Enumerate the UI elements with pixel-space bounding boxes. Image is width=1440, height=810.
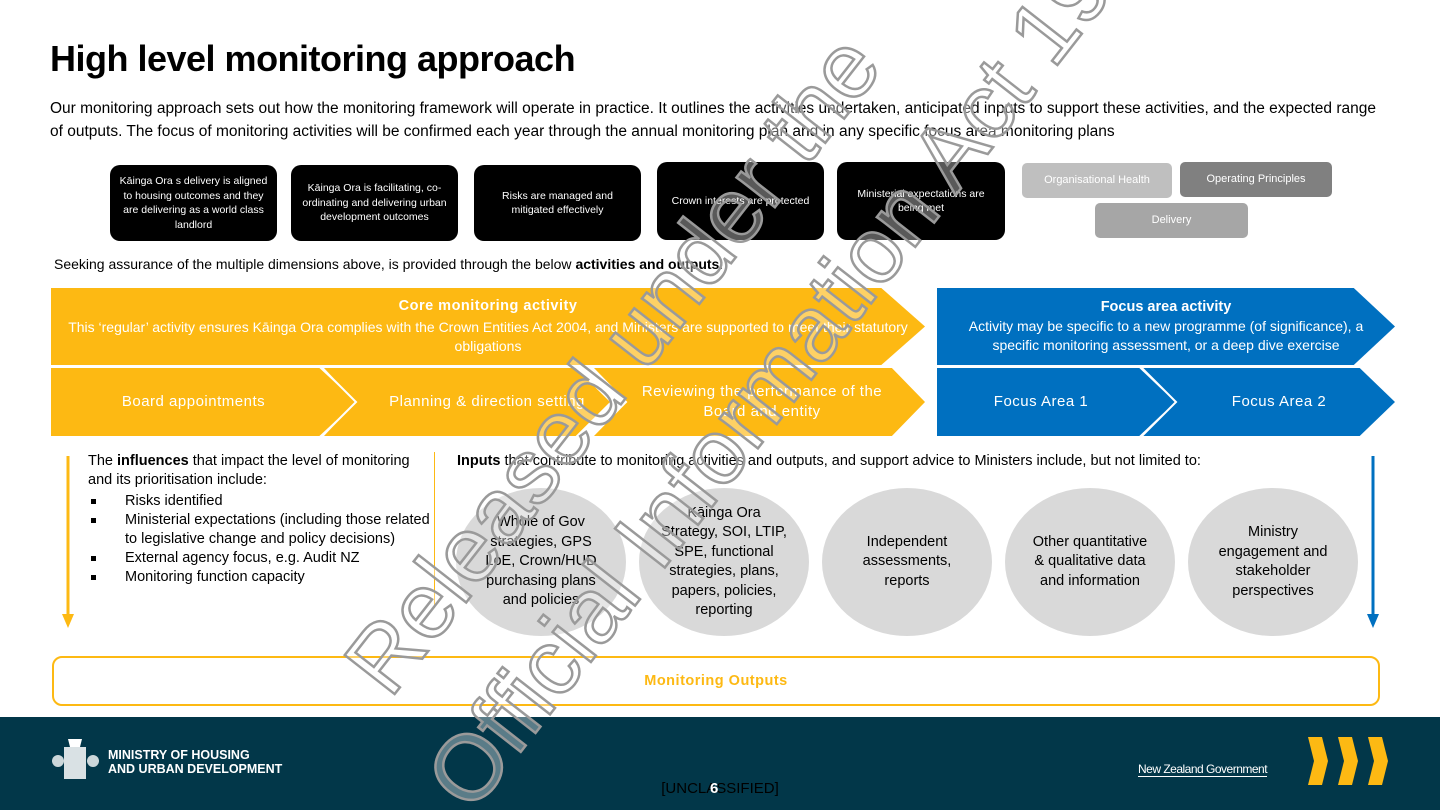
dimension-box: Kāinga Ora s delivery is aligned to hous… <box>110 165 277 241</box>
influences-section: The influences that impact the level of … <box>88 452 433 587</box>
input-circle: Whole of Gov strategies, GPS LoE, Crown/… <box>456 488 626 636</box>
step-focus-area-2: Focus Area 2 <box>1143 368 1395 436</box>
operating-principles-box: Operating Principles <box>1180 162 1332 197</box>
dimension-box: Kāinga Ora is facilitating, co-ordinatin… <box>291 165 458 241</box>
organisational-health-box: Organisational Health <box>1022 163 1172 198</box>
chevron-separators <box>321 367 628 437</box>
dimension-box: Crown interests are protected <box>657 162 824 240</box>
input-circle: Independent assessments, reports <box>822 488 992 636</box>
core-title: Core monitoring activity <box>398 297 578 314</box>
influence-item: Risks identified <box>88 492 433 511</box>
step-reviewing: Reviewing the performance of the Board a… <box>594 368 925 436</box>
dimension-box: Risks are managed and mitigated effectiv… <box>474 165 641 241</box>
nz-government-logo: New Zealand Government <box>1138 762 1268 777</box>
core-monitoring-band: Core monitoring activity This ‘regular’ … <box>51 288 925 365</box>
dimension-box: Ministerial expectations are being met <box>837 162 1005 240</box>
arrow-down-icon <box>62 456 74 628</box>
focus-title: Focus area activity <box>1100 298 1232 315</box>
chevrons-logo-icon <box>1308 737 1388 785</box>
step-focus-area-1: Focus Area 1 <box>937 368 1175 436</box>
input-circle: Ministry engagement and stakeholder pers… <box>1188 488 1358 636</box>
intro-text: Our monitoring approach sets out how the… <box>50 100 1376 140</box>
step-board-appointments: Board appointments <box>51 368 356 436</box>
divider <box>434 452 435 608</box>
inputs-heading: Inputs that contribute to monitoring act… <box>457 453 1201 469</box>
classification-label: [UNCLASSIFIED] 6 <box>661 780 779 797</box>
step-planning: Planning & direction setting <box>324 368 610 436</box>
page-title: High level monitoring approach <box>50 38 576 79</box>
input-circle: Other quantitative & qualitative data an… <box>1005 488 1175 636</box>
focus-area-band: Focus area activity Activity may be spec… <box>937 288 1395 365</box>
core-desc: This ‘regular’ activity ensures Kāinga O… <box>68 318 908 354</box>
arrow-down-icon <box>1367 456 1379 628</box>
monitoring-outputs-box: Monitoring Outputs <box>52 656 1380 706</box>
influence-item: Ministerial expectations (including thos… <box>88 511 433 549</box>
input-circle: Kāinga Ora Strategy, SOI, LTIP, SPE, fun… <box>639 488 809 636</box>
focus-desc: Activity may be specific to a new progra… <box>968 317 1364 353</box>
seek-text: Seeking assurance of the multiple dimens… <box>54 256 724 272</box>
chevron-separator <box>1141 367 1178 437</box>
delivery-box: Delivery <box>1095 203 1248 238</box>
influence-item: Monitoring function capacity <box>88 568 433 587</box>
influence-item: External agency focus, e.g. Audit NZ <box>88 549 433 568</box>
coat-of-arms-icon <box>52 739 99 779</box>
